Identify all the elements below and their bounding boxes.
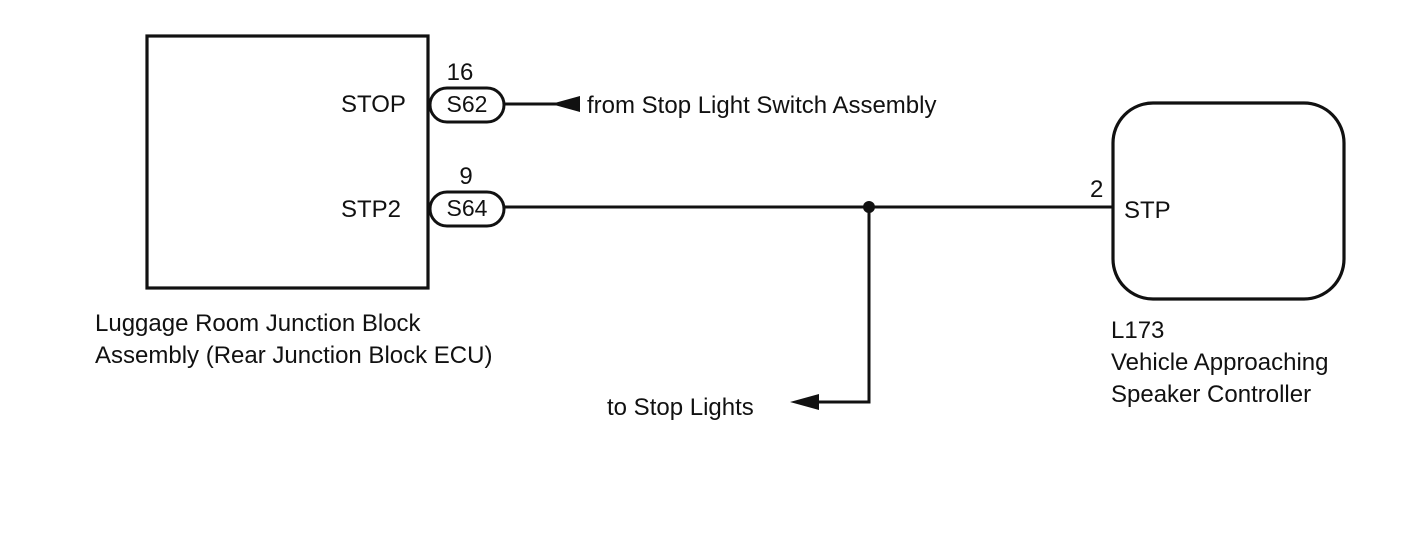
- connector-s64-shape: [428, 190, 506, 228]
- speaker-controller-code: L173: [1111, 317, 1164, 344]
- junction-block-label-line-1: Luggage Room Junction Block: [95, 310, 422, 337]
- to-stop-lights-label: to Stop Lights: [607, 394, 754, 421]
- terminal-stp-label: STP: [1124, 197, 1171, 224]
- speaker-controller: 2 STP L173 Vehicle Approaching Speaker C…: [1090, 101, 1346, 408]
- connector-s64-id: S64: [447, 195, 488, 221]
- connector-s62: 16 S62: [428, 59, 506, 124]
- connector-s64-pin-number: 9: [459, 163, 472, 190]
- to-stop-lights-arrowhead: [790, 394, 819, 410]
- connector-s64: 9 S64: [428, 163, 506, 228]
- speaker-controller-label-line-2: Speaker Controller: [1111, 381, 1311, 408]
- junction-block-ecu: STOP STP2 Luggage Room Junction Block As…: [95, 34, 492, 369]
- stop-lights-branch-wire: [812, 207, 871, 404]
- from-stop-light-switch-arrowhead: [551, 96, 580, 112]
- stop-light-switch-input: from Stop Light Switch Assembly: [504, 92, 936, 119]
- connector-s62-id: S62: [447, 91, 488, 117]
- junction-block-box: [145, 34, 430, 290]
- from-stop-light-switch-label: from Stop Light Switch Assembly: [587, 92, 936, 119]
- terminal-stop-label: STOP: [341, 91, 406, 118]
- speaker-controller-box: [1111, 101, 1346, 301]
- speaker-controller-pin-number: 2: [1090, 176, 1103, 203]
- speaker-controller-label-line-1: Vehicle Approaching: [1111, 349, 1329, 376]
- junction-block-label-line-2: Assembly (Rear Junction Block ECU): [95, 342, 492, 369]
- terminal-stp2-label: STP2: [341, 196, 401, 223]
- connector-s62-pin-number: 16: [447, 59, 474, 86]
- stp-circuit: to Stop Lights: [504, 201, 1114, 421]
